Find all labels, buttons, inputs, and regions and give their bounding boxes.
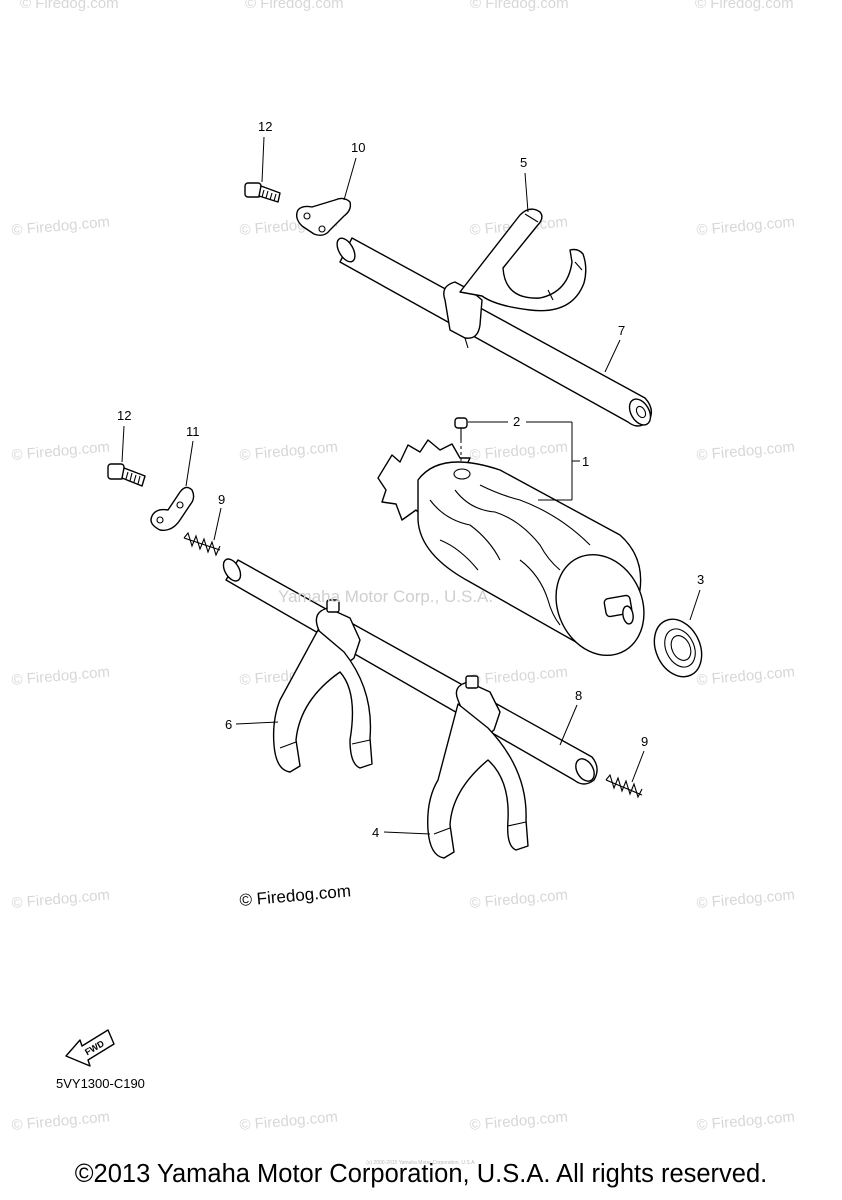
- watermark: © Firedog.com: [11, 886, 111, 912]
- callout-12-upper: 12: [258, 119, 272, 134]
- watermark: © Firedog.com: [239, 1108, 339, 1134]
- watermark: © Firedog.com: [11, 1108, 111, 1134]
- diagram-code: 5VY1300-C190: [56, 1076, 145, 1091]
- part-9-spring-left: [183, 531, 221, 557]
- watermark: © Firedog.com: [239, 438, 339, 464]
- part-12-screw-lower: [107, 463, 146, 487]
- watermark: © Firedog.com: [11, 213, 111, 239]
- callout-10: 10: [351, 140, 365, 155]
- watermark: © Firedog.com: [696, 438, 796, 464]
- watermark: © Firedog.com: [696, 213, 796, 239]
- callout-labels: 12 10 5 7 2 1 3 12 11 9 8 6 9 4: [117, 119, 704, 840]
- callout-5: 5: [520, 155, 527, 170]
- part-11-plate-lower: [150, 486, 195, 531]
- watermark: © Firedog.com: [469, 438, 569, 464]
- copyright-footer: ©2013 Yamaha Motor Corporation, U.S.A. A…: [74, 1160, 768, 1188]
- tiny-notice: (c) 2000-2015 Yamaha Motor Corporation, …: [366, 1160, 476, 1166]
- callout-8: 8: [575, 688, 582, 703]
- callout-3: 3: [697, 572, 704, 587]
- part-3-bearing: [653, 618, 703, 678]
- firedog-mark: © Firedog.com: [239, 881, 352, 910]
- watermark-grid: © Firedog.com © Firedog.com © Firedog.co…: [11, 0, 796, 1134]
- callout-12-lower: 12: [117, 408, 131, 423]
- watermark: © Firedog.com: [696, 1108, 796, 1134]
- callout-6: 6: [225, 717, 232, 732]
- callout-9-left: 9: [218, 492, 225, 507]
- watermark: © Firedog.com: [245, 0, 344, 12]
- watermark: © Firedog.com: [469, 886, 569, 912]
- part-9-spring-right: [605, 773, 643, 799]
- part-7-shaft-upper: [336, 237, 653, 427]
- callout-2: 2: [513, 414, 520, 429]
- part-4-fork-lower: [427, 675, 529, 859]
- watermark: © Firedog.com: [11, 663, 111, 689]
- part-2-pin: [454, 417, 468, 462]
- part-5-fork-upper: [443, 208, 587, 349]
- part-1-shift-drum: [377, 439, 645, 657]
- callout-1: 1: [582, 454, 589, 469]
- watermark: © Firedog.com: [696, 663, 796, 689]
- watermark: © Firedog.com: [469, 1108, 569, 1134]
- watermark: © Firedog.com: [695, 0, 794, 12]
- part-6-fork-lower: [272, 599, 373, 773]
- callout-4: 4: [372, 825, 379, 840]
- watermark: © Firedog.com: [696, 886, 796, 912]
- watermark: © Firedog.com: [469, 663, 569, 689]
- part-10-plate-upper: [295, 197, 352, 237]
- center-watermark: Yamaha Motor Corp., U.S.A.: [278, 587, 493, 606]
- watermark: © Firedog.com: [11, 438, 111, 464]
- watermark: © Firedog.com: [470, 0, 569, 12]
- callout-7: 7: [618, 323, 625, 338]
- fwd-arrow-icon: FWD: [65, 1029, 115, 1067]
- callout-11: 11: [186, 424, 200, 439]
- callout-9-right: 9: [641, 734, 648, 749]
- watermark: © Firedog.com: [20, 0, 119, 12]
- part-12-screw-upper: [244, 182, 281, 203]
